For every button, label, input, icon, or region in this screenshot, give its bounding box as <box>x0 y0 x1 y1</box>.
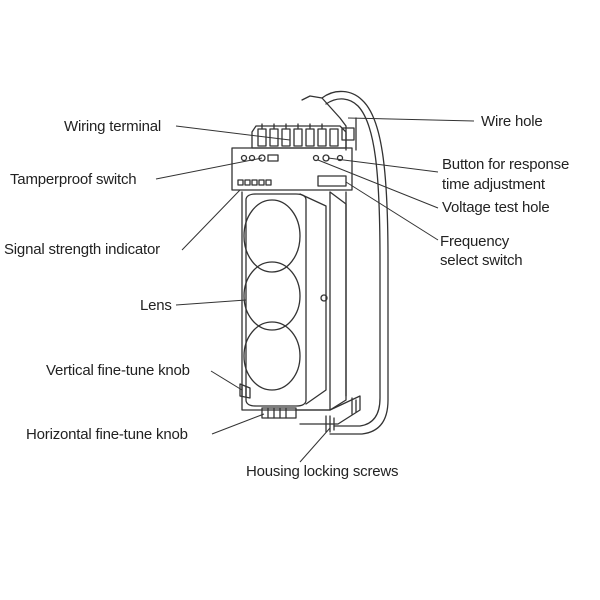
lens-frame <box>245 193 307 407</box>
label-wire-hole: Wire hole <box>481 113 543 130</box>
leader-freq <box>345 181 439 241</box>
wiring-terminal <box>257 123 339 147</box>
leader-button <box>327 157 439 173</box>
lens-middle <box>243 261 301 331</box>
label-vertical-fine-tune-knob: Vertical fine-tune knob <box>46 362 190 379</box>
label-frequency-line-2: select switch <box>440 252 523 269</box>
wire-hole <box>341 127 355 141</box>
label-response-line-1: Button for response <box>442 156 570 173</box>
top-cap <box>301 95 347 151</box>
leader-vknob <box>210 370 243 391</box>
label-signal-strength-indicator: Signal strength indicator <box>4 241 160 258</box>
tamper-switch <box>240 154 248 162</box>
leader-wiring <box>175 125 291 141</box>
label-housing-locking-screws: Housing locking screws <box>246 463 399 480</box>
leader-wirehole <box>347 117 475 122</box>
leader-hknob <box>211 413 265 435</box>
leader-lens <box>175 299 247 306</box>
label-tamperproof-switch: Tamperproof switch <box>10 171 137 188</box>
signal-strength-indicator <box>237 179 272 186</box>
label-frequency-select-switch: Frequency select switch <box>440 232 523 270</box>
leader-voltage <box>317 159 439 209</box>
label-response-time-button: Button for response time adjustment <box>442 155 569 195</box>
label-horizontal-fine-tune-knob: Horizontal fine-tune knob <box>26 426 188 443</box>
lens-top <box>243 199 301 273</box>
voltage-test-hole <box>312 154 320 162</box>
label-response-line-2: time adjustment <box>442 176 545 193</box>
control-panel <box>231 147 353 191</box>
lens-bottom <box>243 321 301 391</box>
label-wiring-terminal: Wiring terminal <box>64 118 162 135</box>
housing-cover-inner <box>325 98 381 427</box>
body-side <box>329 191 347 397</box>
leader-tamper <box>155 157 263 180</box>
frequency-switch <box>317 175 347 187</box>
vertical-knob <box>239 383 251 399</box>
housing-screws <box>325 397 357 433</box>
housing-cover <box>321 90 389 435</box>
leader-signal <box>181 189 241 251</box>
base <box>295 395 361 425</box>
leader-screws <box>299 427 331 463</box>
label-voltage-test-hole: Voltage test hole <box>442 199 550 216</box>
label-frequency-line-1: Frequency <box>440 233 510 250</box>
label-lens: Lens <box>140 297 172 314</box>
